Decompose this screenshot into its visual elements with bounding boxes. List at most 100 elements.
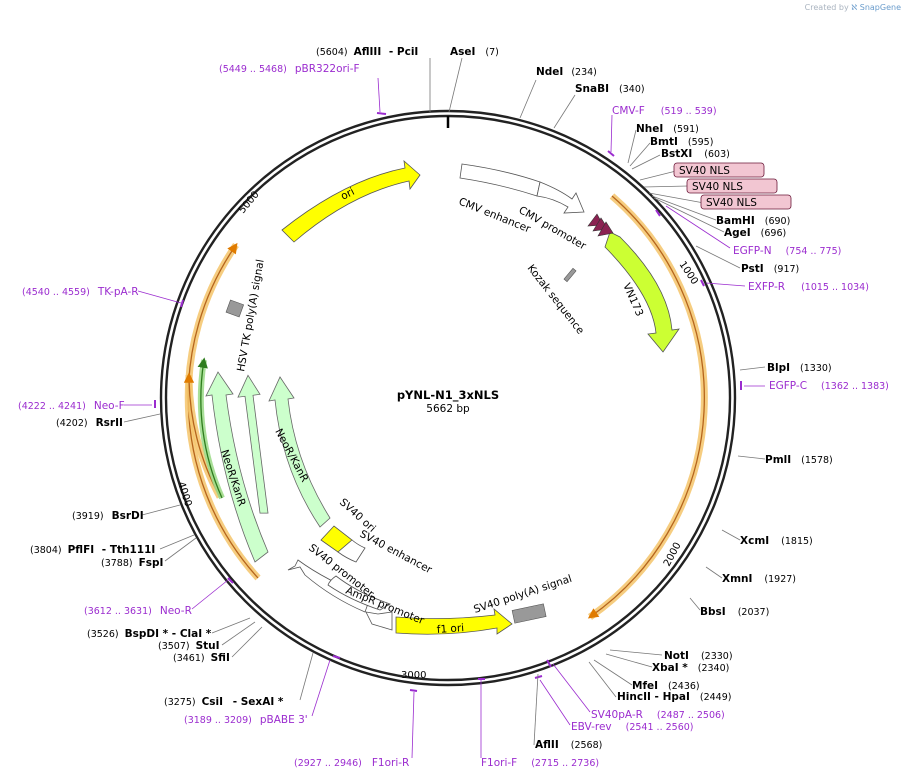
enzyme-pmli-pos: (1578) — [801, 455, 833, 466]
sv40-promoter-inner-feature — [327, 575, 391, 611]
enzyme-mfei-name: MfeI — [632, 680, 658, 692]
xbai-leader — [605, 653, 653, 668]
enzyme-stui-name: StuI — [196, 640, 220, 652]
enzyme-bstxi: BstXI(603) — [661, 148, 730, 160]
snapgene-watermark: Created by ℵ SnapGene — [805, 3, 901, 12]
pbr322ori-f-leader — [377, 77, 381, 113]
enzyme-psti: PstI(917) — [741, 263, 799, 275]
nls-3-label: SV40 NLS — [706, 197, 757, 209]
enzyme-pmli-name: PmlI — [765, 454, 791, 466]
primer-ebv-rev: EBV-rev(2541 .. 2560) — [571, 721, 694, 733]
enzyme-asei-name: AseI — [450, 46, 475, 58]
kozak-label: Kozak sequence — [525, 262, 587, 336]
plasmid-name: pYNL-N1_3xNLS — [397, 388, 499, 403]
vn173-orf-line — [587, 195, 705, 619]
enzyme-xbai-pos: (2340) — [698, 663, 730, 674]
enzyme-blpi-name: BlpI — [767, 362, 790, 374]
asei-leader — [448, 57, 463, 113]
enzyme-bspdi-name: BspDI * — [125, 628, 169, 640]
enzyme-fspi: (3788)FspI — [101, 557, 163, 569]
nls-box-3 — [700, 194, 792, 210]
primer-exfp-r: EXFP-R(1015 .. 1034) — [748, 281, 869, 293]
primer-egfp-n: EGFP-N(754 .. 775) — [733, 245, 841, 257]
enzyme-bbsi-pos: (2037) — [738, 607, 770, 618]
enzyme-bmti-pos: (595) — [688, 137, 714, 148]
exfp-r-mark — [700, 279, 705, 287]
primer-cmv-f-name: CMV-F — [612, 105, 645, 117]
enzyme-xcmi-name: XcmI — [740, 535, 769, 547]
enzyme-snabi-pos: (340) — [619, 84, 645, 95]
primer-sv40pa-r-range: (2487 .. 2506) — [657, 710, 725, 721]
exfp-r-leader — [705, 282, 746, 287]
enzyme-agei: AgeI(696) — [724, 227, 786, 239]
primer-cmv-f: CMV-F (519 .. 539) — [612, 105, 717, 117]
pbr322ori-f-mark — [376, 112, 387, 115]
neor-kanr-middle-feature — [205, 371, 269, 563]
psti-leader — [695, 245, 741, 269]
enzyme-rsrii: (4202) RsrII — [56, 417, 123, 429]
primer-cmv-f-range: (519 .. 539) — [661, 106, 717, 117]
enzyme-bstxi-name: BstXI — [661, 148, 692, 160]
neo-orf-inner-line — [197, 357, 223, 499]
enzyme-pcii-name: PciI — [397, 46, 418, 58]
enzyme-ndei: NdeI(234) — [536, 66, 597, 78]
enzyme-hincii-name: HincII — [617, 691, 651, 703]
enzyme-bsrdi-pos: (3919) — [72, 511, 104, 522]
enzyme-rsrii-name: RsrII — [96, 417, 123, 429]
enzyme-bspdi-pos: (3526) — [87, 629, 119, 640]
xcmi-leader — [721, 529, 741, 541]
enzyme-rsrii-pos: (4202) — [56, 418, 88, 429]
bmti-leader — [629, 142, 651, 167]
primer-neo-f: (4222 .. 4241)Neo-F — [18, 400, 125, 412]
enzyme-tth111i-name: Tth111I — [110, 544, 155, 556]
sv40pa-r-mark — [546, 659, 552, 668]
ampr-promoter-feature — [365, 611, 393, 631]
primer-tk-pa-r: (4540 .. 4559)TK-pA-R — [22, 286, 139, 298]
enzyme-xmni: XmnI(1927) — [722, 573, 796, 585]
enzyme-pflfi-name: PflFI — [68, 544, 95, 556]
cmv-f-mark — [607, 150, 615, 157]
enzyme-bbsi-name: BbsI — [700, 606, 726, 618]
ebv-rev-leader — [539, 679, 571, 726]
primer-pbabe3-range: (3189 .. 3209) — [184, 715, 252, 726]
bamhi-leader — [651, 195, 717, 221]
primer-neo-r-range: (3612 .. 3631) — [84, 606, 152, 617]
nls-box-2 — [686, 178, 778, 194]
aflii-leader — [533, 673, 539, 746]
primer-leaders — [124, 77, 765, 759]
neor-kanr-inner-feature — [268, 376, 331, 528]
vn173-orf-band — [587, 193, 708, 620]
egfp-n-leader — [665, 205, 731, 249]
enzyme-mfei-pos: (2436) — [668, 681, 700, 692]
primer-pbabe3: (3189 .. 3209)pBABE 3' — [184, 714, 308, 726]
primer-exfp-r-name: EXFP-R — [748, 281, 785, 293]
features — [205, 159, 680, 635]
nls-box-1 — [673, 162, 765, 178]
primer-ebv-rev-name: EBV-rev — [571, 721, 612, 733]
sv40-polya-feature — [511, 603, 547, 624]
enzyme-bsrdi-name: BsrDI — [112, 510, 144, 522]
enzyme-xcmi-pos: (1815) — [781, 536, 813, 547]
ebv-rev-mark — [534, 675, 543, 679]
nls-2-label: SV40 NLS — [692, 181, 743, 193]
sv40-nls-3-shape — [597, 221, 614, 237]
enzyme-sfii-pos: (3461) — [173, 653, 205, 664]
pmli-leader — [737, 455, 766, 460]
primer-pbr322ori-f-name: pBR322ori-F — [295, 63, 360, 75]
f1-ori-feature — [395, 608, 513, 635]
enzyme-bmti-name: BmtI — [650, 136, 678, 148]
enzyme-nhei-name: NheI — [636, 123, 663, 135]
neo-r-leader — [191, 579, 229, 610]
enzyme-sfii-name: SfiI — [211, 652, 230, 664]
enzyme-nhei-pos: (591) — [673, 124, 699, 135]
primer-tk-pa-r-name: TK-pA-R — [97, 286, 139, 298]
neo-r-mark — [227, 577, 234, 584]
nls2-leader — [643, 185, 689, 188]
orf-arcs — [183, 193, 708, 620]
enzyme-snabi: SnaBI(340) — [575, 83, 645, 95]
agei-leader — [653, 197, 725, 233]
primer-f1ori-r: (2927 .. 2946)F1ori-R — [294, 757, 409, 769]
kozak-feature — [563, 267, 577, 283]
primer-pbr322ori-f-range: (5449 .. 5468) — [219, 64, 287, 75]
fspi-leader — [164, 537, 197, 562]
